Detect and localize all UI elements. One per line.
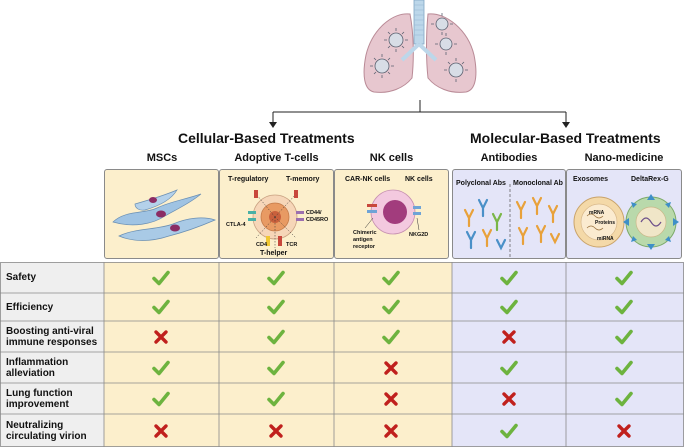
antigen-label: antigen <box>353 237 373 243</box>
check-icon <box>500 423 518 438</box>
check-icon <box>615 360 633 375</box>
check-icon <box>152 299 170 315</box>
mscs-illustration-panel <box>104 169 219 259</box>
check-icon <box>382 270 400 285</box>
nanomedicine-icon <box>573 194 679 250</box>
nkg2d-label: NKG2D <box>409 232 429 238</box>
chimeric-label: Chimeric <box>353 230 377 236</box>
mscs-cells-icon <box>112 189 216 241</box>
column-header-nanomedicine: Nano-medicine <box>584 152 664 164</box>
connector-arrows <box>269 100 570 128</box>
check-icon <box>267 360 285 375</box>
cd4-label: CD4 <box>256 242 268 248</box>
check-icon <box>267 299 285 315</box>
antibodies-illustration-panel: Polyclonal Abs Monoclonal Ab <box>452 169 566 259</box>
nk-cell-icon <box>364 189 421 235</box>
check-icon <box>615 391 633 406</box>
antibodies-icon <box>463 184 561 258</box>
mirna-label: miRNA <box>597 236 614 242</box>
polyclonal-label: Polyclonal Abs <box>456 180 506 187</box>
cross-icon <box>502 329 516 344</box>
check-icon <box>615 270 633 285</box>
column-header-nk: NK cells <box>369 152 414 164</box>
cross-icon <box>154 329 168 344</box>
treg-label: T-regulatory <box>228 176 269 183</box>
row-label: Boosting anti-viral immune responses <box>6 325 98 348</box>
column-header-antibodies: Antibodies <box>480 152 538 164</box>
column-header-mscs: MSCs <box>146 152 178 164</box>
cross-icon <box>384 391 398 406</box>
cd44-label: CD44/ <box>306 210 322 216</box>
check-icon <box>267 391 285 406</box>
check-icon <box>267 329 285 344</box>
tcells-illustration-panel: T-regulatory T-memory CTLA-4 CD44/ CD45R… <box>219 169 334 259</box>
cross-icon <box>384 360 398 375</box>
check-icon <box>152 391 170 406</box>
nanomedicine-illustration-panel: Exosomes DeltaRex-G Proteins mRNA miRNA <box>566 169 682 259</box>
cross-icon <box>269 423 283 438</box>
cross-icon <box>154 423 168 438</box>
check-icon <box>500 360 518 375</box>
row-label: Lung function improvement <box>6 387 73 410</box>
cellular-group-title: Cellular-Based Treatments <box>178 130 355 146</box>
carnk-label: CAR-NK cells <box>345 176 391 183</box>
cross-icon <box>617 423 631 438</box>
nk-illustration-panel: CAR-NK cells NK cells Chimeric antigen r… <box>334 169 449 259</box>
lungs-icon <box>363 0 477 93</box>
tcell-diagram-icon <box>248 190 304 248</box>
check-icon <box>615 329 633 344</box>
check-icon <box>152 270 170 285</box>
mrna-label: mRNA <box>589 210 605 216</box>
row-label: Efficiency <box>6 301 54 313</box>
deltarex-label: DeltaRex-G <box>631 176 669 183</box>
monoclonal-label: Monoclonal Ab <box>513 180 563 187</box>
check-icon <box>152 360 170 375</box>
column-header-tcells: Adoptive T-cells <box>234 152 319 164</box>
check-icon <box>382 329 400 344</box>
check-icon <box>500 299 518 315</box>
exosomes-label: Exosomes <box>573 176 609 183</box>
nkcells-panel-label: NK cells <box>405 176 433 183</box>
row-label: Safety <box>6 272 37 283</box>
check-icon <box>615 299 633 315</box>
tcr-label: TCR <box>286 242 298 248</box>
cross-icon <box>384 423 398 438</box>
row-label: Neutralizing circulating virion <box>6 419 87 442</box>
check-icon <box>382 299 400 315</box>
tmemory-label: T-memory <box>286 176 320 183</box>
receptor-label: receptor <box>353 244 376 250</box>
proteins-label: Proteins <box>595 220 616 226</box>
cd45ro-label: CD45RO <box>306 217 329 223</box>
check-icon <box>267 270 285 285</box>
ctla4-label: CTLA-4 <box>226 222 246 228</box>
thelper-label: T-helper <box>260 250 288 257</box>
molecular-group-title: Molecular-Based Treatments <box>470 130 661 146</box>
cross-icon <box>502 391 516 406</box>
check-icon <box>500 270 518 285</box>
row-label: Inflammation alleviation <box>6 356 69 379</box>
